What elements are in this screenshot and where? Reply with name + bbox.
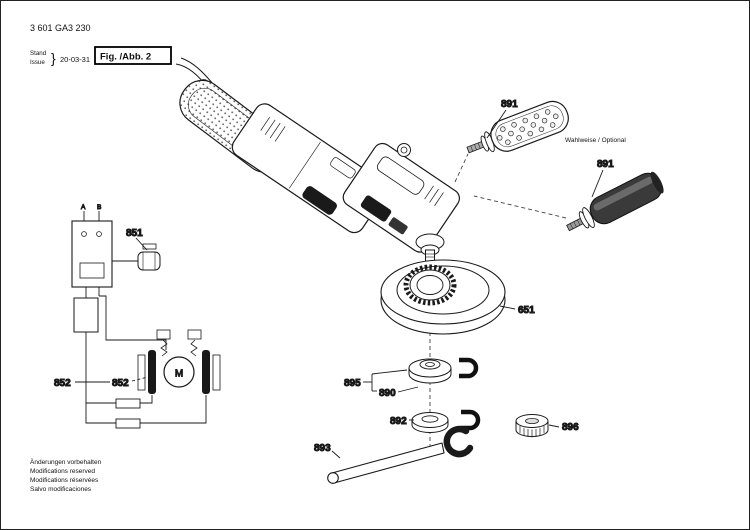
type-number: 3 601 GA3 230 <box>30 23 91 33</box>
label-896: 896 <box>562 422 579 433</box>
switch-block <box>360 195 392 222</box>
terminal-a-label: A <box>81 204 86 211</box>
footer-line-fr: Modifications réservées <box>30 477 99 484</box>
motor-symbol <box>163 356 195 388</box>
axis-top-handle <box>454 153 469 183</box>
header-block: 3 601 GA3 230 Stand Issue } 20-03-31 Fig… <box>30 23 172 66</box>
leader-893 <box>331 450 341 459</box>
brace-glyph: } <box>51 50 56 66</box>
label-892: 892 <box>390 416 407 427</box>
bracket-895-890 <box>363 369 408 392</box>
aux-handle-bottom: 891 <box>566 159 664 232</box>
capacitor-851 <box>137 251 161 271</box>
motor-letter: M <box>175 369 183 380</box>
pin-spanner: 893 <box>314 425 474 484</box>
leader-852 <box>131 376 149 382</box>
issue-date: 20-03-31 <box>60 55 90 64</box>
label-852-right: 852 <box>112 378 129 389</box>
spindle <box>415 233 445 262</box>
label-890: 890 <box>379 388 396 399</box>
leader-891-top <box>486 109 507 139</box>
resistor-1 <box>115 398 141 409</box>
label-895: 895 <box>344 378 361 389</box>
wheel-guard: 651 <box>380 259 536 335</box>
field-module <box>73 297 99 333</box>
label-891-top: 891 <box>501 99 518 110</box>
spanner-head <box>443 425 474 458</box>
gear-head <box>342 142 461 253</box>
clip-890 <box>459 357 479 379</box>
grip-holes <box>497 109 559 145</box>
switch-module <box>71 220 113 288</box>
serrated-ring <box>403 264 457 306</box>
angle-grinder-body <box>175 57 461 262</box>
brush-right <box>202 350 210 394</box>
wiring-schematic: A B 851 M <box>54 204 221 429</box>
brush-left <box>148 350 156 394</box>
slider-switch <box>330 157 356 179</box>
aux-handle-top: 891 <box>466 99 569 154</box>
label-891-bottom: 891 <box>597 159 614 170</box>
clip-892 <box>461 409 481 431</box>
stand-label: Stand <box>30 50 47 57</box>
footer-line-es: Salvo modificaciones <box>30 486 92 493</box>
vent-slots <box>260 117 286 142</box>
axis-bottom-handle <box>473 195 567 219</box>
label-851: 851 <box>126 228 143 239</box>
leader-891-bottom <box>591 169 604 198</box>
issue-label: Issue <box>30 59 45 66</box>
switch-paddle <box>302 186 337 215</box>
optional-note: Wahlweise / Optional <box>565 137 626 144</box>
footer-line-de: Änderungen vorbehalten <box>30 458 102 466</box>
figure-box <box>94 46 172 65</box>
resistor-2 <box>115 418 141 429</box>
footer-block: Änderungen vorbehalten Modifications res… <box>30 458 102 493</box>
quick-nut: 896 <box>515 414 580 438</box>
leader-651 <box>499 305 516 310</box>
terminal-b-label: B <box>97 204 101 211</box>
brush-spring-right <box>190 339 198 357</box>
label-893: 893 <box>314 443 331 454</box>
leader-896 <box>548 424 560 428</box>
label-651: 651 <box>518 305 535 316</box>
label-852-left: 852 <box>54 378 71 389</box>
footer-line-en: Modifications reserved <box>30 468 95 475</box>
figure-label: Fig. /Abb. 2 <box>100 52 151 63</box>
clamping-nut: 892 <box>390 409 481 433</box>
leader-851 <box>135 237 148 251</box>
knurling <box>519 426 545 438</box>
backing-flange: 895 890 <box>344 357 479 400</box>
brush-spring-left <box>160 339 168 357</box>
